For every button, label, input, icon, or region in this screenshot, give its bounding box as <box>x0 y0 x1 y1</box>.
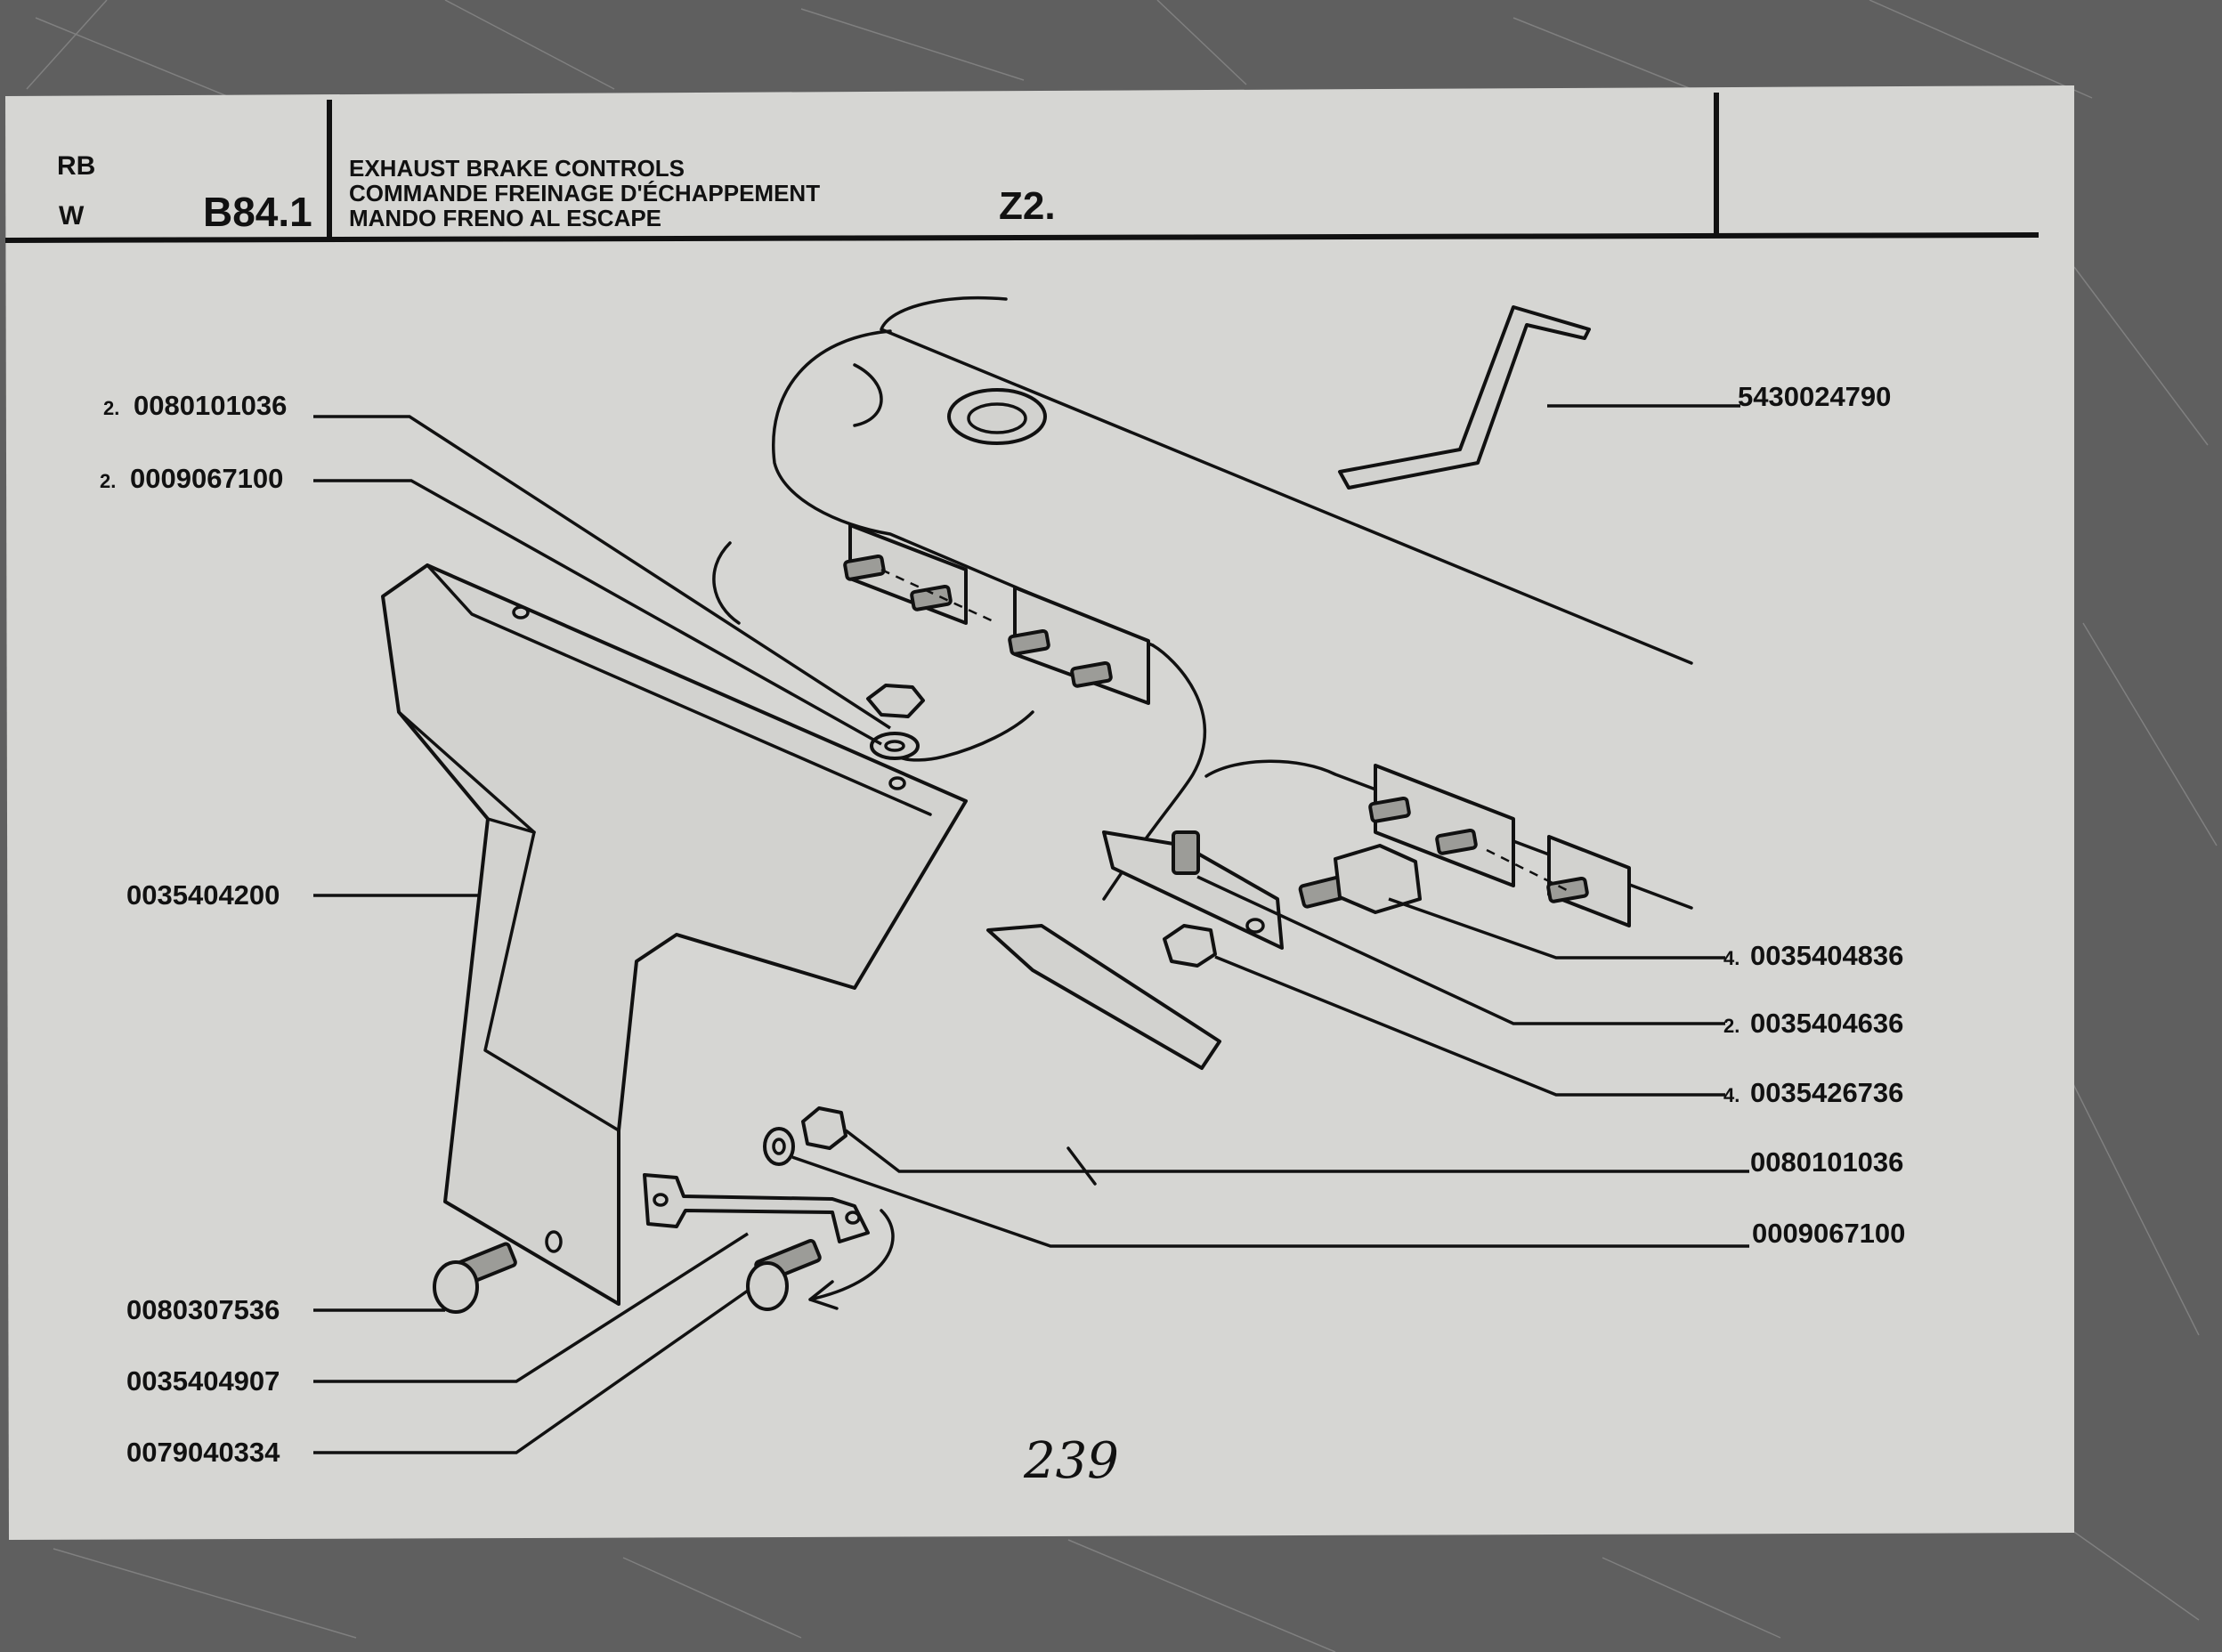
background-texture <box>26 0 2218 1652</box>
header-variant: Z2. <box>999 184 1056 228</box>
callout-12: 0009067100 <box>1752 1218 1905 1249</box>
callout-part-number: 0079040334 <box>126 1437 280 1468</box>
callout-part-number: 0009067100 <box>1752 1218 1905 1249</box>
plate-0035404907 <box>643 1173 870 1243</box>
bolt-0079040334 <box>746 1238 822 1311</box>
callout-part-number: 0035404636 <box>1750 1008 1903 1039</box>
header-code-top: RB <box>57 151 95 181</box>
bracket-5430024790 <box>1338 305 1591 490</box>
callout-part-number: 0035426736 <box>1750 1077 1903 1108</box>
header-title-french: COMMANDE FREINAGE D'ÉCHAPPEMENT <box>349 180 820 206</box>
callout-qty: 2. <box>103 397 119 419</box>
callout-9: 2. 0035404636 <box>1723 1008 1903 1039</box>
header-code-bottom: W <box>59 201 85 231</box>
callout-part-number: 0035404200 <box>126 879 280 911</box>
header-title-spanish: MANDO FRENO AL ESCAPE <box>349 205 661 231</box>
callout-7: 5430024790 <box>1738 381 1891 412</box>
nut-0035426736 <box>1163 924 1217 968</box>
callout-part-number: 0035404836 <box>1750 940 1903 971</box>
stud-0035404636 <box>1172 830 1200 875</box>
callout-2: 2. 0009067100 <box>100 463 283 494</box>
header-title-english: EXHAUST BRAKE CONTROLS <box>349 155 685 182</box>
callout-5: 0035404907 <box>126 1365 280 1397</box>
callout-part-number: 0080101036 <box>1750 1146 1903 1178</box>
washer-upper <box>870 732 920 760</box>
callout-labels: 2. 0080101036 2. 0009067100 0035404200 0… <box>100 381 1905 1468</box>
shield-0035404200 <box>381 563 968 1306</box>
washer-lower <box>763 1127 795 1166</box>
callout-1: 2. 0080101036 <box>103 390 287 421</box>
leader-lines <box>313 404 1749 1454</box>
header-group-code: B84.1 <box>203 189 312 235</box>
callout-part-number: 0035404907 <box>126 1365 280 1397</box>
page-number: 239 <box>1023 1432 1119 1490</box>
bolt-0080307536 <box>433 1242 517 1314</box>
exploded-view-drawing <box>381 296 1693 1314</box>
callout-part-number: 5430024790 <box>1738 381 1891 412</box>
callout-part-number: 0009067100 <box>130 463 283 494</box>
spacer-0035404836 <box>1298 844 1422 914</box>
callout-qty: 4. <box>1723 1084 1739 1106</box>
callout-4: 0080307536 <box>126 1294 280 1325</box>
nut-lower <box>801 1106 847 1150</box>
callout-8: 4. 0035404836 <box>1723 940 1903 971</box>
callout-qty: 2. <box>1723 1015 1739 1037</box>
callout-3: 0035404200 <box>126 879 280 911</box>
callout-qty: 2. <box>100 470 116 492</box>
callout-11: 0080101036 <box>1750 1146 1903 1178</box>
callout-10: 4. 0035426736 <box>1723 1077 1903 1108</box>
callout-part-number: 0080101036 <box>134 390 287 421</box>
valve-plate <box>986 924 1221 1070</box>
header-frame <box>4 93 2040 243</box>
nut-upper <box>866 684 925 718</box>
exhaust-manifold <box>712 296 1693 1186</box>
callout-qty: 4. <box>1723 947 1739 969</box>
callout-6: 0079040334 <box>126 1437 280 1468</box>
callout-part-number: 0080307536 <box>126 1294 280 1325</box>
paper-sheet <box>5 85 2074 1540</box>
rotation-arrow <box>808 1209 895 1310</box>
